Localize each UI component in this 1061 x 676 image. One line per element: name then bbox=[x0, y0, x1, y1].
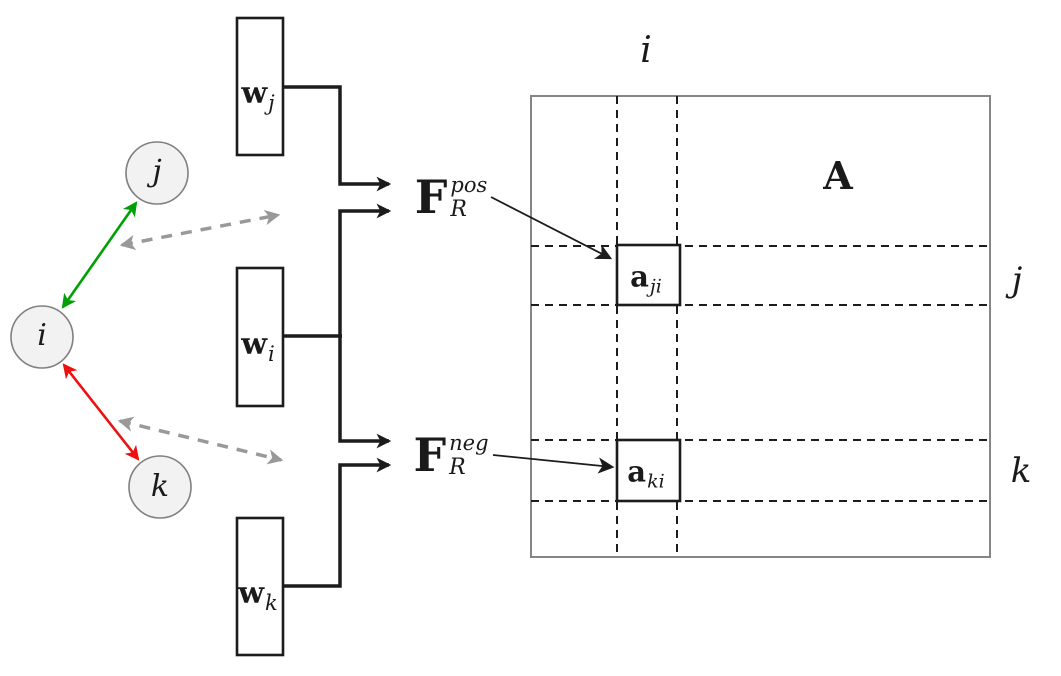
matrix-name-text: A bbox=[823, 153, 853, 198]
fneg-superscript: neg bbox=[449, 431, 489, 455]
neg-pair-dashed-arrow bbox=[117, 416, 284, 465]
fpos-base: F bbox=[414, 170, 448, 225]
wi-to-fneg-connector bbox=[338, 336, 392, 449]
graph-node-j-circle bbox=[125, 141, 189, 205]
fpos-superscript: pos bbox=[450, 173, 488, 197]
matrix-row-j-label: j bbox=[1012, 263, 1023, 297]
fpos-to-cell-arrow bbox=[490, 196, 613, 260]
node-j-label: j bbox=[152, 157, 161, 187]
row-j-text: j bbox=[1011, 260, 1023, 300]
fneg-to-cell-arrow bbox=[492, 454, 615, 474]
fpos-subscript: R bbox=[450, 197, 467, 222]
aki-base: a bbox=[627, 454, 647, 489]
embedding-wk-rect bbox=[235, 516, 285, 657]
row-k-text: k bbox=[1010, 451, 1032, 491]
fpos-label: F pos R bbox=[414, 170, 488, 225]
column-i-text: i bbox=[640, 30, 652, 71]
fneg-scripts: neg R bbox=[449, 433, 488, 479]
wj-base: w bbox=[241, 76, 268, 111]
fpos-scripts: pos R bbox=[450, 175, 487, 221]
aji-subscript: ji bbox=[649, 275, 662, 298]
matrix-name-label: A bbox=[823, 157, 852, 195]
wk-subscript: k bbox=[265, 591, 278, 615]
wj-to-fpos-connector bbox=[283, 85, 392, 192]
embedding-wi-rect bbox=[235, 266, 285, 408]
aji-base: a bbox=[630, 259, 649, 294]
wk-base: w bbox=[238, 576, 265, 611]
cell-aji-rect bbox=[615, 243, 682, 307]
fneg-label: F neg R bbox=[413, 428, 488, 483]
node-k-text: k bbox=[150, 469, 170, 504]
aki-subscript: ki bbox=[647, 470, 665, 493]
fneg-base: F bbox=[413, 428, 447, 483]
wi-subscript: i bbox=[268, 342, 275, 366]
wi-base: w bbox=[241, 327, 268, 362]
node-k-label: k bbox=[151, 472, 169, 502]
negative-edge-arrow bbox=[62, 363, 140, 461]
cell-aki-rect bbox=[615, 438, 682, 503]
graph-node-i-circle bbox=[10, 305, 74, 369]
matrix-column-i-label: i bbox=[640, 33, 652, 69]
node-j-text: j bbox=[152, 154, 162, 189]
wk-to-fneg-connector bbox=[283, 457, 392, 588]
node-i-text: i bbox=[37, 318, 47, 353]
matrix-row-k-label: k bbox=[1011, 454, 1032, 488]
adjacency-matrix-rect bbox=[530, 95, 991, 558]
wj-subscript: j bbox=[268, 91, 275, 115]
pos-pair-dashed-arrow bbox=[119, 209, 281, 251]
node-i-label: i bbox=[37, 321, 47, 351]
fneg-subscript: R bbox=[449, 455, 466, 480]
wi-to-fpos-connector bbox=[338, 203, 392, 336]
positive-edge-arrow bbox=[61, 201, 138, 309]
